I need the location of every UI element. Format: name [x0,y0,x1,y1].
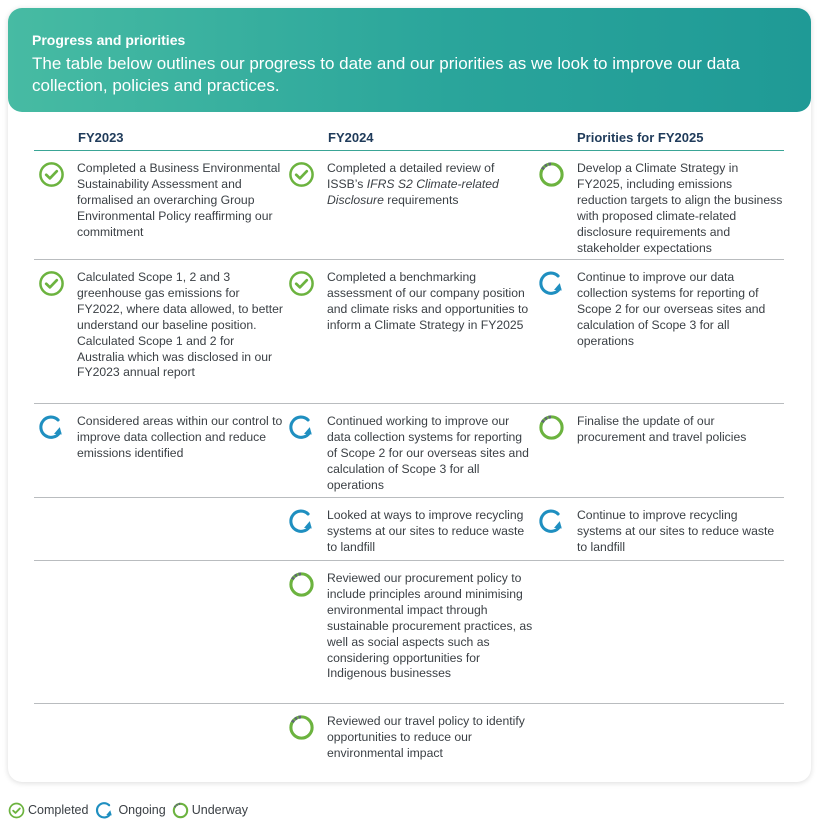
cell-text-part: requirements [383,192,459,207]
partial-ring-icon [539,162,564,187]
check-circle-icon [39,271,64,296]
cell-text: Considered areas within our control to i… [77,414,283,460]
check-circle-icon [39,162,64,187]
table-row: Completed a Business Environmental Susta… [34,151,784,260]
cell-text: Completed a detailed review of ISSB’s IF… [327,161,533,209]
circular-arrow-icon [289,509,312,533]
cell-text: Finalise the update of our procurement a… [577,414,747,444]
check-circle-icon [289,271,314,296]
partial-ring-icon [539,415,564,440]
column-header-fy2024: FY2024 [328,130,374,145]
cell-text: Completed a benchmarking assessment of o… [327,270,529,332]
progress-banner: Progress and priorities The table below … [8,8,811,112]
cell-text: Continue to improve recycling systems at… [577,508,775,554]
check-circle-icon [289,162,314,187]
check-circle-icon [8,802,25,818]
table-row: Calculated Scope 1, 2 and 3 greenhouse g… [34,260,784,404]
cell-text: Continue to improve our data collection … [577,270,766,348]
circular-arrow-icon [96,801,113,818]
circular-arrow-icon [289,415,312,439]
partial-ring-icon [289,715,314,740]
legend-label: Underway [191,803,248,817]
status-legend: Completed Ongoing Underway [8,801,254,819]
cell-text: Completed a Business Environmental Susta… [77,161,281,239]
table-header: FY2023 FY2024 Priorities for FY2025 [34,126,784,151]
cell-text: Continued working to improve our data co… [327,414,529,492]
circular-arrow-icon [39,415,62,439]
legend-item-completed: Completed [8,802,88,819]
circular-arrow-icon [539,271,562,295]
legend-label: Completed [28,803,89,817]
table-row: Looked at ways to improve recycling syst… [34,498,784,561]
column-header-fy2023: FY2023 [78,130,124,145]
banner-text: The table below outlines our progress to… [32,54,740,95]
legend-item-underway: Underway [172,802,248,819]
table-card [8,8,811,782]
cell-text-part: Completed a detailed review of ISSB’s [327,161,495,191]
column-header-fy2025: Priorities for FY2025 [577,130,704,145]
cell-text: Develop a Climate Strategy in FY2025, in… [577,161,783,255]
table-row: Reviewed our travel policy to identify o… [34,704,784,766]
partial-ring-icon [289,572,314,597]
cell-text-italic: IFRS S2 Climate-related Disclosure [327,176,499,207]
table-row: Reviewed our procurement policy to inclu… [34,561,784,704]
table-row: Considered areas within our control to i… [34,404,784,498]
cell-text: Reviewed our travel policy to identify o… [327,714,525,760]
progress-table: FY2023 FY2024 Priorities for FY2025 Comp… [34,126,784,766]
legend-item-ongoing: Ongoing [94,801,166,820]
cell-text: Reviewed our procurement policy to inclu… [327,571,533,681]
partial-ring-icon [172,802,188,818]
cell-text: Looked at ways to improve recycling syst… [327,508,525,554]
legend-label: Ongoing [118,803,166,817]
banner-title: Progress and priorities [32,32,186,48]
circular-arrow-icon [539,509,562,533]
cell-text: Calculated Scope 1, 2 and 3 greenhouse g… [77,270,283,380]
